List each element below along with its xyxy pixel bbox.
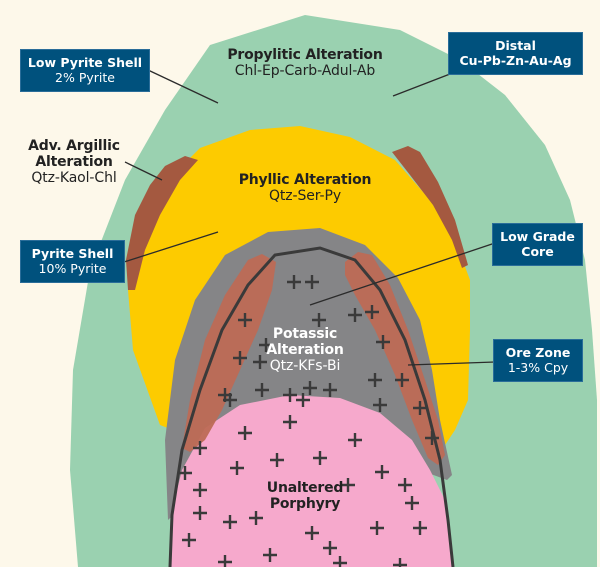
cross-symbol xyxy=(305,526,319,540)
callout-low-pyrite-shell: Low Pyrite Shell 2% Pyrite xyxy=(20,49,150,92)
cross-symbol xyxy=(182,533,196,547)
callout-ore-zone: Ore Zone 1-3% Cpy xyxy=(493,339,583,382)
argillic-minerals: Qtz-Kaol-Chl xyxy=(31,170,117,187)
cross-symbol xyxy=(230,461,244,475)
phyllic-title: Phyllic Alteration xyxy=(238,172,372,188)
cross-symbol xyxy=(365,305,379,319)
callout-distal-title: Distal xyxy=(495,38,536,54)
cross-symbol xyxy=(263,548,277,562)
cross-symbol xyxy=(253,355,267,369)
cross-symbol xyxy=(283,388,297,402)
porphyry-title-1: Unaltered xyxy=(266,480,344,496)
callout-low-pyrite-shell-detail: 2% Pyrite xyxy=(55,69,115,85)
cross-symbol xyxy=(270,453,284,467)
porphyry-zone xyxy=(170,395,453,567)
cross-symbol xyxy=(296,393,310,407)
phyllic-label: Phyllic Alteration Qtz-Ser-Py xyxy=(220,172,390,204)
callout-ore-zone-title: Ore Zone xyxy=(505,345,571,361)
cross-symbol xyxy=(259,338,273,352)
argillic-label: Adv. Argillic Alteration Qtz-Kaol-Chl xyxy=(14,138,134,186)
ore-zone-left xyxy=(182,254,276,452)
cross-symbol xyxy=(233,351,247,365)
cross-symbol xyxy=(223,515,237,529)
phyllic-minerals: Qtz-Ser-Py xyxy=(268,188,342,205)
cross-symbol xyxy=(238,313,252,327)
callout-pyrite-shell-detail: 10% Pyrite xyxy=(38,260,107,276)
argillic-title-1: Adv. Argillic xyxy=(28,138,120,154)
callout-low-pyrite-shell-title: Low Pyrite Shell xyxy=(27,55,143,71)
cross-symbol xyxy=(348,308,362,322)
cross-symbol xyxy=(255,383,269,397)
porphyry-label: Unaltered Porphyry xyxy=(250,480,360,512)
cross-symbol xyxy=(398,478,412,492)
cross-symbol xyxy=(323,541,337,555)
cross-symbol xyxy=(312,313,326,327)
propylitic-minerals: Chl-Ep-Carb-Adul-Ab xyxy=(234,63,376,80)
callout-low-grade-core-title: Low Grade xyxy=(500,229,575,245)
cross-symbol xyxy=(370,521,384,535)
intrusion-outline xyxy=(168,246,455,567)
leader-distal xyxy=(392,73,451,97)
cross-symbol xyxy=(425,431,439,445)
propylitic-label: Propylitic Alteration Chl-Ep-Carb-Adul-A… xyxy=(200,47,410,79)
callout-low-grade-core-detail: Core xyxy=(521,243,554,259)
cross-symbol xyxy=(405,496,419,510)
cross-symbol xyxy=(375,465,389,479)
leader-ore-zone xyxy=(407,361,496,366)
cross-symbol xyxy=(368,373,382,387)
potassic-title-1: Potassic xyxy=(272,326,338,342)
argillic-cap-right xyxy=(392,146,468,268)
cross-symbol xyxy=(395,373,409,387)
callout-low-grade-core: Low Grade Core xyxy=(492,223,583,266)
leader-pyrite-shell xyxy=(123,231,219,263)
callout-pyrite-shell-title: Pyrite Shell xyxy=(31,246,114,262)
leader-low-pyrite-shell xyxy=(147,69,219,104)
cross-symbol xyxy=(303,381,317,395)
potassic-label: Potassic Alteration Qtz-KFs-Bi xyxy=(250,326,360,374)
leader-lines xyxy=(123,69,496,366)
cross-symbol xyxy=(393,558,407,567)
potassic-title-2: Alteration xyxy=(266,342,344,359)
cross-symbol xyxy=(413,401,427,415)
potassic-minerals: Qtz-KFs-Bi xyxy=(269,358,341,375)
cross-symbol xyxy=(305,275,319,289)
argillic-cap-left xyxy=(126,156,198,290)
callout-distal: Distal Cu-Pb-Zn-Au-Ag xyxy=(448,32,583,75)
cross-symbol xyxy=(193,506,207,520)
porphyry-title-2: Porphyry xyxy=(269,496,341,513)
callout-pyrite-shell: Pyrite Shell 10% Pyrite xyxy=(20,240,125,283)
callout-distal-detail: Cu-Pb-Zn-Au-Ag xyxy=(459,52,572,68)
cross-symbol xyxy=(178,466,192,480)
cross-symbol xyxy=(249,511,263,525)
callout-ore-zone-detail: 1-3% Cpy xyxy=(507,359,569,375)
propylitic-title: Propylitic Alteration xyxy=(227,47,383,63)
cross-symbol xyxy=(283,415,297,429)
cross-symbol xyxy=(348,433,362,447)
leader-argillic xyxy=(124,161,163,181)
cross-symbol xyxy=(376,335,390,349)
cross-pattern xyxy=(178,275,439,567)
cross-symbol xyxy=(333,556,347,567)
cross-symbol xyxy=(193,483,207,497)
leader-low-grade-core xyxy=(309,242,496,306)
cross-symbol xyxy=(413,521,427,535)
cross-symbol xyxy=(313,451,327,465)
cross-symbol xyxy=(287,275,301,289)
argillic-title-2: Alteration xyxy=(35,154,113,171)
cross-symbol xyxy=(238,426,252,440)
cross-symbol xyxy=(323,383,337,397)
cross-symbol xyxy=(341,478,355,492)
cross-symbol xyxy=(373,398,387,412)
cross-symbol xyxy=(193,441,207,455)
cross-symbol xyxy=(218,388,232,402)
